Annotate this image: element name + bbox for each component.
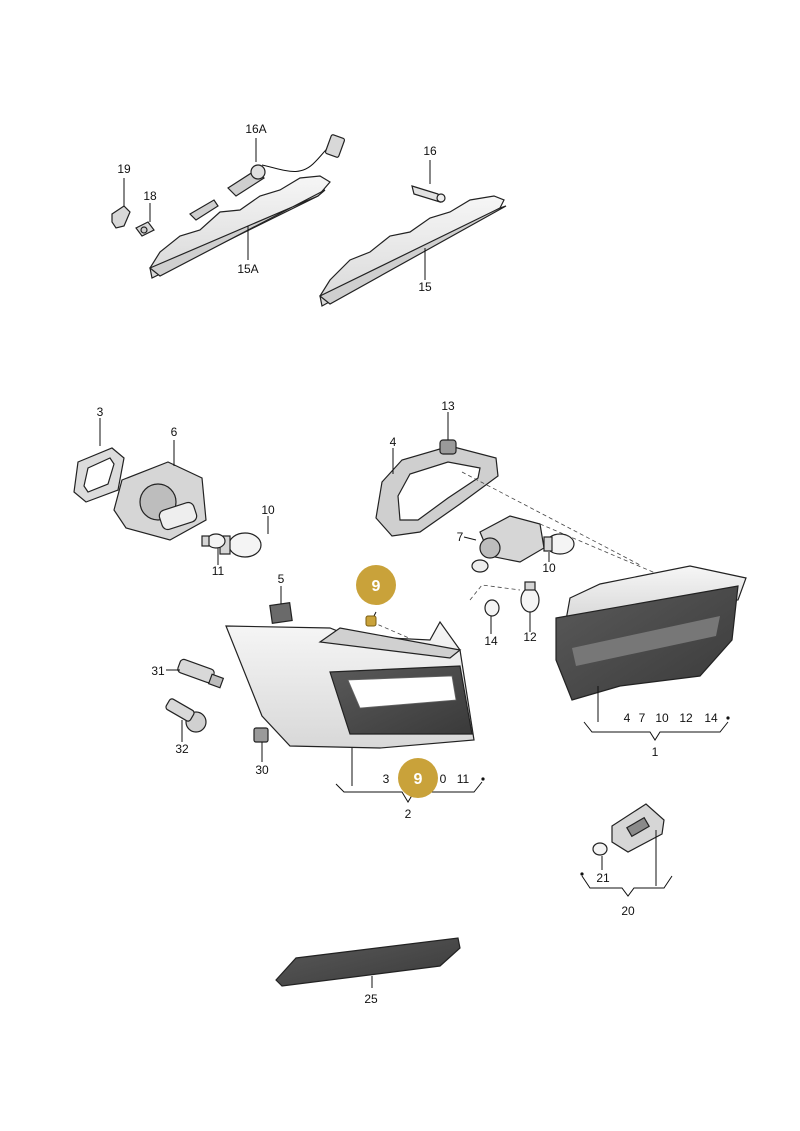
cable-connector-16a	[189, 134, 346, 221]
label-4: 4	[390, 435, 397, 449]
bulb-10-right	[543, 533, 575, 555]
label-7: 7	[457, 530, 464, 544]
highlight-marker-bg	[356, 565, 396, 605]
label-21: 21	[596, 871, 610, 885]
label-16: 16	[423, 144, 437, 158]
group2-item-11: 11	[457, 772, 470, 786]
label-3: 3	[97, 405, 104, 419]
group1-item-7: 7	[639, 711, 646, 725]
label-12: 12	[523, 630, 537, 644]
bulb-14	[484, 599, 500, 617]
label-11-left: 11	[212, 564, 225, 578]
label-18: 18	[143, 189, 157, 203]
tail-light-outer-2	[225, 620, 475, 749]
socket-31	[177, 658, 225, 689]
highlight-marker-label: 9	[414, 771, 423, 788]
group2-item-0: 0	[440, 772, 447, 786]
label-2: 2	[405, 807, 412, 821]
label-14: 14	[484, 634, 498, 648]
plate-light-20	[611, 803, 665, 853]
pad-5	[269, 602, 293, 624]
label-30: 30	[255, 763, 269, 777]
bulb-carrier-7	[471, 515, 545, 573]
tail-light-inner-1	[555, 565, 747, 701]
gasket-4	[375, 445, 499, 537]
label-10-left: 10	[261, 503, 275, 517]
clip-30	[253, 727, 269, 743]
bulb-10-left	[219, 532, 262, 558]
highlight-marker-label: 9	[372, 578, 381, 595]
nut-13	[439, 439, 457, 455]
adjuster-32	[165, 698, 207, 733]
bulb-carrier-6	[113, 461, 207, 541]
assembly-line-c	[469, 584, 521, 601]
label-6: 6	[171, 425, 178, 439]
label-1: 1	[652, 745, 659, 759]
label-19: 19	[117, 162, 131, 176]
assembly-line-a	[461, 471, 641, 566]
group-bracket-1	[583, 716, 730, 741]
label-15: 15	[418, 280, 432, 294]
bulb-16	[411, 185, 446, 203]
bulb-holder-18	[135, 221, 155, 237]
brake-light-strip-15	[318, 195, 507, 307]
assembly-line-b	[539, 523, 661, 576]
clip-19	[111, 205, 131, 229]
highlight-marker-9-upper[interactable]: 9	[356, 565, 396, 605]
label-13: 13	[441, 399, 455, 413]
leader-lines	[99, 138, 657, 988]
label-16a: 16A	[245, 122, 266, 136]
group1-item-14: 14	[704, 711, 718, 725]
label-25: 25	[364, 992, 378, 1006]
group1-item-12: 12	[679, 711, 693, 725]
group1-item-4: 4	[624, 711, 631, 725]
group-bracket-2	[335, 777, 485, 803]
group-bracket-20	[580, 872, 673, 897]
label-5: 5	[278, 572, 285, 586]
label-15a: 15A	[237, 262, 258, 276]
label-20: 20	[621, 904, 635, 918]
bulb-21	[592, 842, 608, 856]
gasket-3	[73, 447, 125, 503]
highlight-marker-9-lower[interactable]: 9	[398, 758, 438, 798]
label-31: 31	[151, 664, 165, 678]
label-32: 32	[175, 742, 189, 756]
label-10-right: 10	[542, 561, 556, 575]
reflector-25	[275, 937, 461, 987]
part-labels: 16A 19 18 15A 16 15 3 6 13 4 10 11 7 10 …	[97, 122, 718, 1006]
highlight-marker-bg	[398, 758, 438, 798]
assembly-line-d	[371, 621, 433, 649]
bulb-12	[520, 581, 540, 613]
brake-light-strip-15a	[148, 175, 331, 279]
highlight-part-9	[365, 615, 377, 627]
bulb-11-left	[201, 533, 226, 549]
group2-item-3: 3	[383, 772, 390, 786]
group1-item-10: 10	[655, 711, 669, 725]
